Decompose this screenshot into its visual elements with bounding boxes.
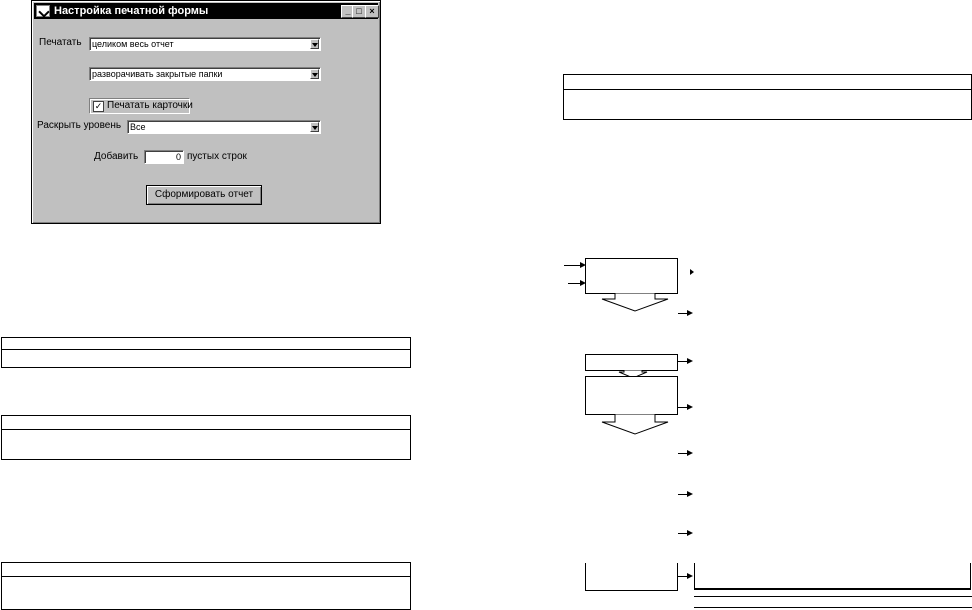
folders-mode-value: разворачивать закрытые папки bbox=[92, 69, 223, 79]
arrow-line bbox=[678, 407, 689, 408]
down-arrow-icon bbox=[601, 293, 669, 312]
chevron-down-icon[interactable] bbox=[310, 69, 319, 79]
app-icon bbox=[36, 5, 50, 17]
arrow-line bbox=[678, 453, 689, 454]
close-button[interactable]: × bbox=[365, 5, 379, 18]
maximize-button[interactable]: □ bbox=[352, 5, 366, 18]
arrow-right-icon bbox=[687, 450, 693, 456]
arrow-right-icon bbox=[690, 269, 694, 275]
arrow-right-icon bbox=[687, 530, 693, 536]
arrow-right-icon bbox=[580, 280, 586, 286]
arrow-right-icon bbox=[687, 358, 693, 364]
flow-box-4 bbox=[585, 563, 678, 591]
input-arrow-line bbox=[568, 283, 582, 284]
print-cards-group: ✓ Печатать карточки bbox=[90, 99, 193, 114]
arrow-right-icon bbox=[687, 573, 693, 579]
arrow-right-icon bbox=[687, 404, 693, 410]
folders-mode-select[interactable]: разворачивать закрытые папки bbox=[89, 67, 321, 81]
print-mode-value: целиком весь отчет bbox=[92, 39, 174, 49]
empty-table-1 bbox=[1, 337, 411, 368]
flow-box-2 bbox=[585, 354, 678, 371]
empty-table-3 bbox=[1, 562, 411, 610]
table-divider bbox=[2, 576, 410, 577]
expand-level-value: Все bbox=[130, 122, 146, 132]
expand-level-select[interactable]: Все bbox=[127, 120, 321, 134]
title-bar[interactable]: Настройка печатной формы _ □ × bbox=[34, 3, 379, 19]
empty-rows-input[interactable]: 0 bbox=[144, 150, 184, 164]
table-divider bbox=[694, 596, 972, 597]
empty-table-2 bbox=[1, 415, 411, 460]
arrow-line bbox=[678, 533, 689, 534]
add-label: Добавить bbox=[94, 151, 139, 162]
print-label: Печатать bbox=[39, 37, 82, 48]
arrow-right-icon bbox=[687, 310, 693, 316]
flow-box-1 bbox=[585, 258, 678, 294]
down-arrow-icon bbox=[618, 370, 648, 379]
arrow-line bbox=[678, 494, 689, 495]
arrow-right-icon bbox=[580, 262, 586, 268]
flow-diagram bbox=[560, 250, 972, 610]
chevron-down-icon[interactable] bbox=[310, 122, 319, 132]
input-arrow-line bbox=[564, 265, 582, 266]
chevron-down-icon[interactable] bbox=[310, 39, 319, 49]
print-settings-window: Настройка печатной формы _ □ × Печатать … bbox=[31, 0, 381, 224]
arrow-line bbox=[678, 361, 689, 362]
arrow-line bbox=[678, 313, 689, 314]
arrow-right-icon bbox=[687, 491, 693, 497]
output-table-fragment bbox=[694, 563, 971, 590]
expand-level-label: Раскрыть уровень bbox=[37, 120, 122, 131]
table-divider bbox=[564, 89, 971, 90]
empty-table-4 bbox=[563, 74, 972, 120]
print-cards-checkbox[interactable]: ✓ bbox=[93, 101, 104, 112]
down-arrow-icon bbox=[601, 414, 669, 435]
arrow-line bbox=[678, 576, 689, 577]
table-divider bbox=[2, 349, 410, 350]
print-cards-label[interactable]: Печатать карточки bbox=[107, 100, 193, 111]
table-divider bbox=[2, 429, 410, 430]
flow-box-3 bbox=[585, 376, 678, 415]
generate-report-button[interactable]: Сформировать отчет bbox=[146, 185, 262, 205]
empty-rows-label: пустых строк bbox=[187, 151, 247, 162]
window-title: Настройка печатной формы bbox=[54, 5, 209, 17]
table-divider bbox=[694, 607, 972, 608]
print-mode-select[interactable]: целиком весь отчет bbox=[89, 37, 321, 51]
